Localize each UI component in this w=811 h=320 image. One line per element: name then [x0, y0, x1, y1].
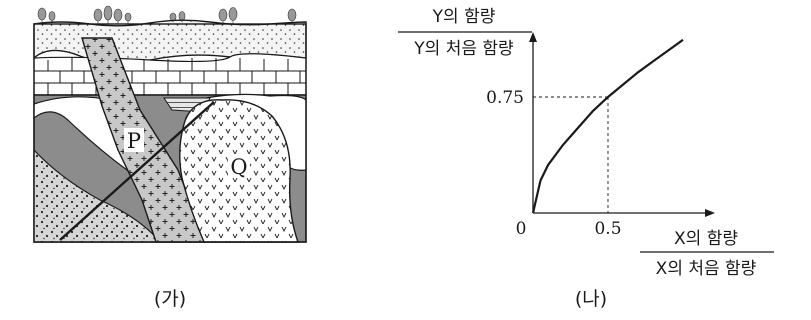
- origin-label: 0: [516, 219, 527, 239]
- y-tick-label: 0.75: [486, 88, 524, 108]
- graph-panel: Y의 함량 Y의 처음 함량 0 0.5 0.75 X의 함량 X의 처음 함량…: [398, 7, 774, 310]
- limestone-layer: [33, 53, 307, 96]
- y-label-denominator: Y의 처음 함량: [413, 39, 514, 59]
- label-q: Q: [230, 155, 247, 179]
- y-label-numerator: Y의 함량: [432, 7, 496, 27]
- tree-icons: [37, 5, 297, 24]
- x-axis-arrow: [705, 209, 715, 217]
- label-p: P: [127, 129, 141, 153]
- data-curve: [531, 38, 684, 214]
- x-label-denominator: X의 처음 함량: [656, 259, 757, 279]
- fault-line: [59, 101, 215, 241]
- x-tick-label: 0.5: [594, 219, 621, 239]
- y-axis-arrow: [529, 32, 537, 42]
- cross-section-panel: P Q (가): [33, 5, 307, 310]
- caption-na: (나): [575, 288, 607, 310]
- caption-ga: (가): [154, 288, 186, 310]
- x-label-numerator: X의 함량: [674, 229, 738, 249]
